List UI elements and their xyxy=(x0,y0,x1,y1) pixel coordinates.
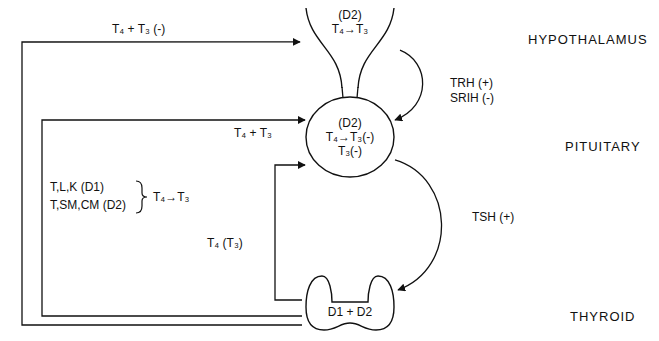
node-text: (D2) xyxy=(338,116,361,130)
node-body: (D2)T₄→T₃ xyxy=(300,4,400,88)
node-body: (D2)T₄→T₃(-)T₃(-) xyxy=(305,96,395,178)
feedback-arrow xyxy=(395,160,442,290)
feedback-arrow xyxy=(395,50,423,120)
pituitary-stalk xyxy=(342,87,343,98)
feedback-arrow xyxy=(275,165,305,300)
conversion-label: T₄→T₃ xyxy=(153,190,189,204)
node-text: T₃(-) xyxy=(338,144,362,158)
organ-name: THYROID xyxy=(570,310,636,324)
feedback-arrow xyxy=(42,120,305,316)
tissue-label: T,SM,CM (D2) xyxy=(50,198,126,212)
organ-name: PITUITARY xyxy=(565,140,641,154)
edge-label: T₄ + T₃ xyxy=(232,126,274,141)
thyroid-gland: D1 + D2 xyxy=(302,272,398,334)
node-text: (D2) xyxy=(338,8,361,22)
node-text: T₄→T₃ xyxy=(332,22,368,36)
organ-name: HYPOTHALAMUS xyxy=(528,33,648,47)
pituitary-stalk xyxy=(357,87,358,98)
feedback-arrow xyxy=(22,42,302,325)
edge-label: TRH (+) SRIH (-) xyxy=(448,76,514,106)
node-body: D1 + D2 xyxy=(302,272,398,334)
brace xyxy=(136,181,147,213)
hypothalamus-shape: (D2)T₄→T₃ xyxy=(300,4,400,88)
edge-label: T₄ + T₃ (-) xyxy=(110,22,167,37)
edge-label: TSH (+) xyxy=(470,210,516,225)
pituitary-oval: (D2)T₄→T₃(-)T₃(-) xyxy=(305,96,395,178)
tissue-label: T,L,K (D1) xyxy=(50,180,104,194)
node-text: D1 + D2 xyxy=(328,305,372,319)
thyroid-gland-outline xyxy=(302,272,398,334)
node-text: T₄→T₃(-) xyxy=(326,130,374,144)
edge-label: T₄ (T₃) xyxy=(205,236,245,251)
